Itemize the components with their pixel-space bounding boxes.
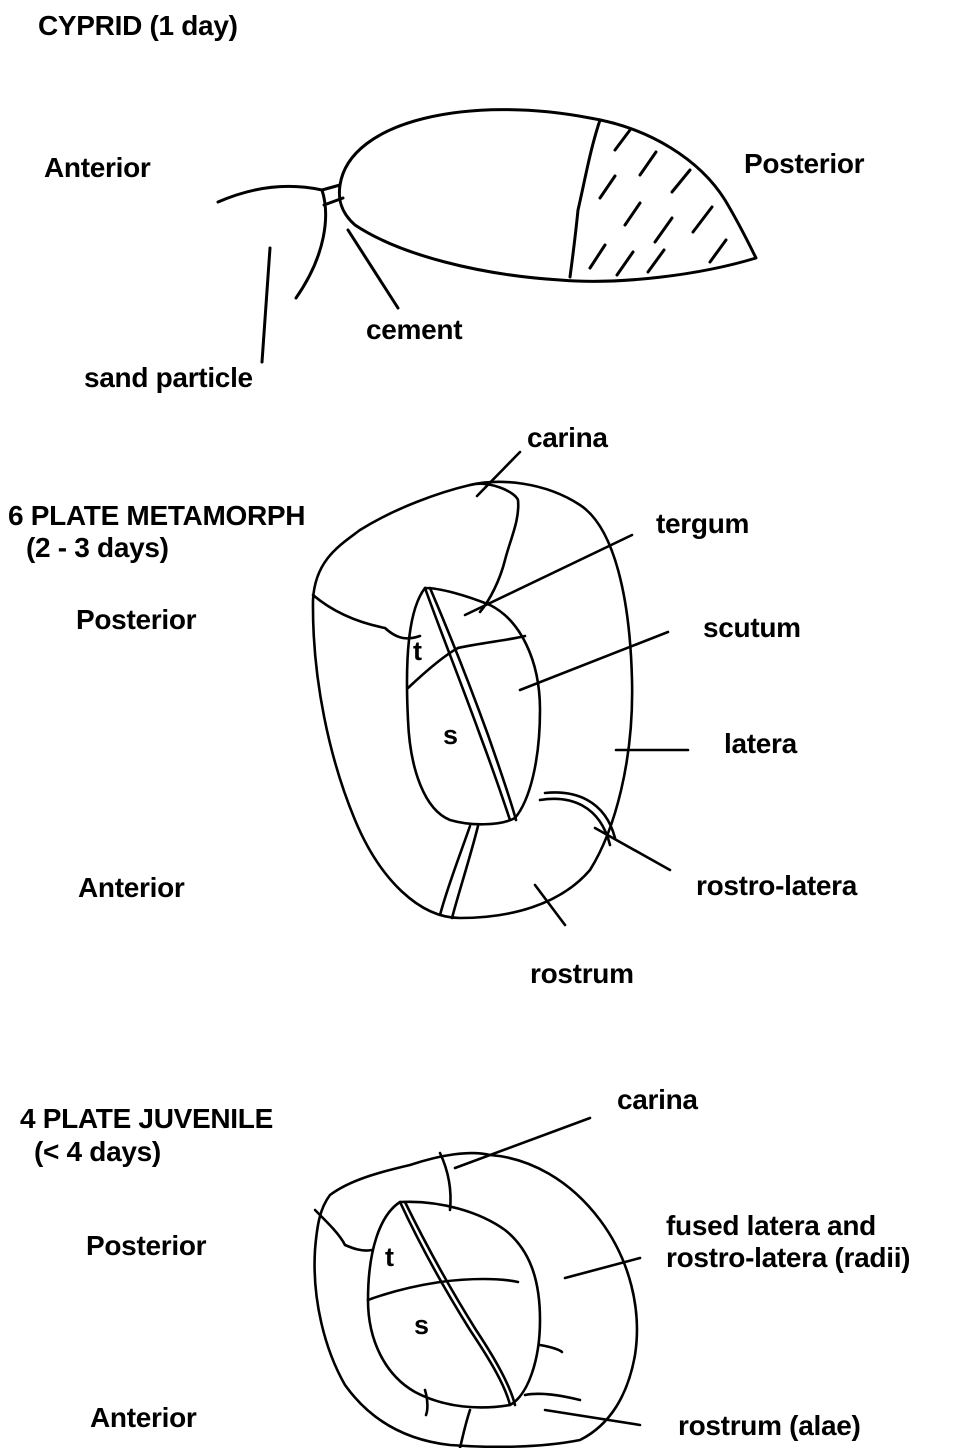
juvenile-scutum-letter: s <box>414 1312 429 1339</box>
metamorph-tergum-letter: t <box>413 638 422 665</box>
metamorph-operculum <box>407 588 540 824</box>
cement-label: cement <box>366 316 462 344</box>
rostro-latera-label: rostro-latera <box>696 872 857 900</box>
juvenile-carina-label: carina <box>617 1086 698 1114</box>
cyprid-shade-boundary <box>570 120 600 277</box>
metamorph-drawing <box>313 452 688 925</box>
rostrum-label: rostrum <box>530 960 634 988</box>
cyprid-drawing <box>218 110 756 362</box>
juvenile-posterior-label: Posterior <box>86 1232 206 1260</box>
cyprid-anterior-label: Anterior <box>44 154 151 182</box>
juvenile-title-line1: 4 PLATE JUVENILE <box>20 1105 273 1133</box>
metamorph-outer-shell <box>313 482 632 918</box>
metamorph-scutum-letter: s <box>443 722 458 749</box>
fused-latera-label-line1: fused latera and <box>666 1212 876 1240</box>
sand-particle-outline <box>218 186 322 202</box>
metamorph-anterior-label: Anterior <box>78 874 185 902</box>
juvenile-tergum-letter: t <box>385 1244 394 1271</box>
metamorph-title-line2: (2 - 3 days) <box>26 534 169 562</box>
fused-latera-label-line2: rostro-latera (radii) <box>666 1244 910 1272</box>
scutum-label: scutum <box>703 614 801 642</box>
cyprid-posterior-label: Posterior <box>744 150 864 178</box>
juvenile-drawing <box>315 1118 640 1448</box>
carina-label: carina <box>527 424 608 452</box>
sand-particle-label: sand particle <box>84 364 253 392</box>
cyprid-carapace <box>339 110 756 282</box>
metamorph-posterior-label: Posterior <box>76 606 196 634</box>
juvenile-anterior-label: Anterior <box>90 1404 197 1432</box>
latera-label: latera <box>724 730 797 758</box>
metamorph-title-line1: 6 PLATE METAMORPH <box>8 502 305 530</box>
tergum-label: tergum <box>656 510 749 538</box>
cyprid-title: CYPRID (1 day) <box>38 12 238 40</box>
juvenile-title-line2: (< 4 days) <box>34 1138 161 1166</box>
rostrum-alae-label: rostrum (alae) <box>678 1412 861 1440</box>
juvenile-outer-shell <box>315 1153 637 1447</box>
